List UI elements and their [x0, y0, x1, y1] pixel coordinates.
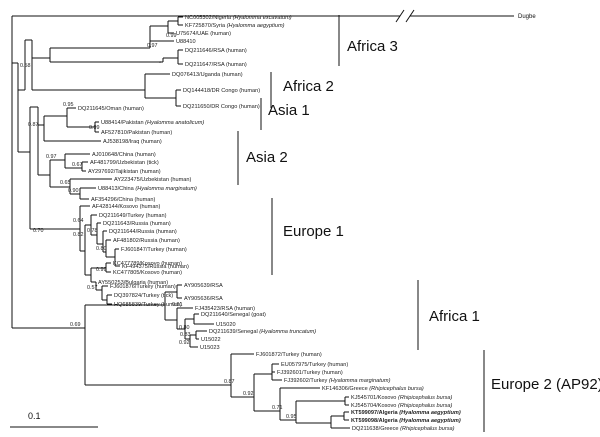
tip-label: DQ397824/Turkey (tick)	[114, 293, 173, 299]
support-value: 0.95	[63, 102, 74, 108]
tip-label: DQ211645/Oman (human)	[78, 106, 144, 112]
tip-label: U88414/Pakistan (Hyalomma anatolicum)	[101, 120, 204, 126]
tip-label: AJ538198/Iraq (human)	[103, 139, 162, 145]
support-value: 0.69	[70, 322, 81, 328]
tip-label: FJ435423/RSA (human)	[195, 306, 255, 312]
tip-label: EU057975/Turkey (human)	[281, 362, 348, 368]
tip-label: AY905639/RSA	[184, 283, 223, 289]
tip-label: U15022	[201, 337, 221, 343]
tip-label: U88413/China (Hyalomma marginatum)	[98, 186, 197, 192]
tip-label: KF494375/Russia (human)	[122, 264, 189, 270]
tip-label: AJ010648/China (human)	[92, 152, 156, 158]
tip-label: KC477789/Kosovo (human)	[113, 261, 182, 267]
support-value: 0.99	[89, 125, 100, 131]
support-value: 0.97	[46, 154, 57, 160]
outgroup-branch: Dugbe	[11, 9, 536, 328]
clade-label-europe-2: Europe 2 (AP92)	[491, 376, 600, 393]
tip-label: AF527810/Pakistan (human)	[101, 130, 172, 136]
tip-labels: NC005302/Nigeria (Hyalomma excavatum) KF…	[78, 15, 461, 432]
support-value: 0.65	[60, 180, 71, 186]
tip-label: DQ211639/Senegal (Hyalomma truncatum)	[209, 329, 316, 335]
upper-clade-branches	[12, 16, 183, 305]
clade-label-africa-3: Africa 3	[347, 38, 398, 55]
scale-bar-label: 0.1	[28, 411, 41, 421]
support-value: 0.87	[224, 379, 235, 385]
tip-label: DQ211649/Turkey (human)	[99, 213, 167, 219]
tip-label: KJ545701/Kosovo (Rhipicephalus bursa)	[351, 395, 453, 401]
tip-label-highlight: KT599097/Algeria (Hyalomma aegyptium)	[351, 410, 461, 416]
support-value: 0.80	[179, 325, 190, 331]
tip-label: DQ076413/Uganda (human)	[172, 72, 243, 78]
tip-label: AY905636/RSA	[184, 296, 223, 302]
tip-label: FJ392602/Turkey (Hyalomma marginatum)	[284, 378, 391, 384]
tip-label: U75674/UAE (human)	[176, 31, 231, 37]
support-value: 0.71	[272, 405, 283, 411]
tip-label: DQ211647/RSA (human)	[185, 62, 247, 68]
tip-label: DQ211646/RSA (human)	[185, 48, 247, 54]
support-value: 0.67	[72, 162, 83, 168]
support-value: 0.70	[33, 228, 44, 234]
support-value: 0.58	[20, 63, 31, 69]
clade-annotations: Africa 3 Africa 2 Asia 1 Asia 2 Europe 1…	[237, 15, 600, 432]
support-value: 0.92	[243, 391, 254, 397]
support-value: 0.99	[166, 33, 177, 39]
tip-label: U15023	[200, 345, 220, 351]
tip-label: FJ601872/Turkey (human)	[256, 352, 322, 358]
tip-label: FJ601876/Turkey (human)	[110, 284, 176, 290]
tip-label: KF146306/Greece (Rhipicephalus bursa)	[322, 386, 424, 392]
tip-label: DQ211643/Russia (human)	[103, 221, 171, 227]
tip-label: AY550253/Bulgaria (human)	[98, 280, 168, 286]
support-value: *	[159, 61, 162, 67]
support-value: 0.57	[87, 285, 98, 291]
support-value: 0.95	[286, 414, 297, 420]
clade-label-africa-2: Africa 2	[283, 78, 334, 95]
tip-label: DQ211638/Greece (Rhipicephalus bursa)	[352, 426, 455, 432]
tip-label: DQ211640/Senegal (goat)	[201, 312, 266, 318]
tip-label: U88410	[176, 39, 196, 45]
tip-label: AF354296/China (human)	[91, 197, 156, 203]
tip-label: U15020	[216, 322, 236, 328]
lower-clade-branches	[12, 284, 350, 429]
tip-label: AF428144/Kosovo (human)	[92, 204, 161, 210]
tip-label: KJ545704/Kosovo (Rhipicephalus bursa)	[351, 403, 453, 409]
tip-label: NC005302/Nigeria (Hyalomma excavatum)	[185, 15, 292, 21]
tip-label: KC477805/Kosovo (human)	[113, 270, 182, 276]
support-value: 0.83	[180, 332, 191, 338]
tip-label: HQ685839/Turkey (human)	[114, 302, 182, 308]
support-value: 0.87	[28, 122, 39, 128]
scale-bar: 0.1	[10, 411, 98, 428]
support-value: 0.97	[147, 43, 158, 49]
tip-label: AY223475/Uzbekistan (human)	[114, 177, 191, 183]
support-value: 0.64	[73, 218, 84, 224]
tip-label: AY297692/Tajikistan (human)	[88, 169, 161, 175]
clade-label-asia-2: Asia 2	[246, 149, 288, 166]
tip-label: AF481799/Uzbekistan (tick)	[90, 160, 159, 166]
tip-label: DQ211650/DR Congo (human)	[183, 104, 260, 110]
support-value: 0.92	[179, 340, 190, 346]
support-value: 0.91	[172, 302, 183, 308]
tip-label-highlight: KT599098/Algeria (Hyalomma aegyptium)	[351, 418, 461, 424]
support-values: 0.58 0.97 0.99 * 0.95 0.87 0.99 0.97 0.6…	[20, 33, 297, 420]
tip-label: DQ211644/Russia (human)	[109, 229, 177, 235]
tip-label: KF725870/Syria (Hyalomma aegyptium)	[185, 23, 285, 29]
support-value: 0.80	[96, 246, 107, 252]
clade-label-asia-1: Asia 1	[268, 102, 310, 119]
outgroup-label: Dugbe	[518, 14, 536, 20]
support-value: 0.99	[96, 267, 107, 273]
tip-label: AF481802/Russia (human)	[113, 238, 180, 244]
tip-label: FJ392601/Turkey (human)	[277, 370, 343, 376]
clade-label-europe-1: Europe 1	[283, 223, 344, 240]
tip-label: DQ144418/DR Congo (human)	[183, 88, 260, 94]
support-value: 0.82	[73, 232, 84, 238]
support-value: 0.78	[87, 228, 98, 234]
support-value: 0.90	[68, 188, 79, 194]
clade-label-africa-1: Africa 1	[429, 308, 480, 325]
tip-label: FJ601847/Turkey (human)	[121, 247, 187, 253]
